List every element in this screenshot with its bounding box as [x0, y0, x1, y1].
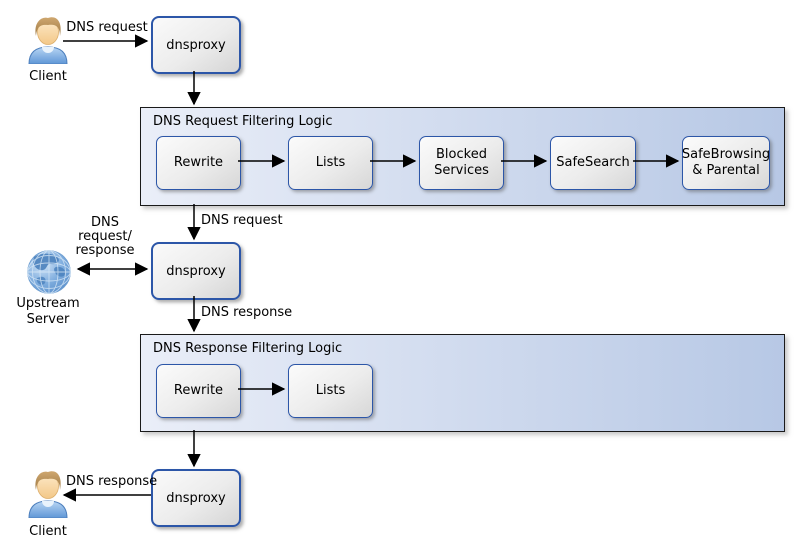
upstream-server-label: Upstream Server	[16, 296, 80, 328]
globe-icon	[27, 250, 71, 294]
edge-label-dns-response: DNS response	[201, 305, 293, 320]
box-safesearch-label: SafeSearch	[556, 154, 630, 170]
dnsproxy-bottom-node: dnsproxy	[151, 469, 241, 527]
box-lists-request-label: Lists	[315, 154, 346, 170]
box-rewrite-request-label: Rewrite	[173, 154, 224, 170]
request-filtering-container: DNS Request Filtering Logic Rewrite List…	[140, 107, 785, 206]
box-lists-request: Lists	[288, 136, 373, 190]
edge-label-filtered-request: DNS request	[201, 213, 283, 228]
box-blocked-services: Blocked Services	[419, 136, 504, 190]
upstream-exchange-line1: DNS	[91, 215, 119, 230]
request-filtering-title: DNS Request Filtering Logic	[153, 114, 333, 129]
box-safesearch: SafeSearch	[550, 136, 636, 190]
box-safebrowsing-parental: SafeBrowsing & Parental	[682, 136, 770, 190]
upstream-exchange-line3: response	[75, 243, 135, 258]
box-lists-response: Lists	[288, 364, 373, 418]
box-blocked-services-label: Blocked Services	[434, 146, 489, 178]
box-safebrowsing-parental-label: SafeBrowsing & Parental	[681, 146, 771, 178]
edge-label-upstream-exchange: DNS request/ response	[62, 216, 148, 258]
dnsproxy-top-label: dnsproxy	[166, 37, 226, 53]
box-lists-response-label: Lists	[315, 382, 346, 398]
client-bottom-label: Client	[29, 524, 67, 539]
response-filtering-container: DNS Response Filtering Logic Rewrite Lis…	[140, 334, 785, 432]
dnsproxy-top-node: dnsproxy	[151, 16, 241, 74]
client-top-label: Client	[29, 69, 67, 84]
response-filtering-title: DNS Response Filtering Logic	[153, 341, 343, 356]
client-icon-bottom	[28, 471, 68, 518]
edge-label-client-response: DNS response	[66, 474, 158, 489]
dnsproxy-bottom-label: dnsproxy	[166, 490, 226, 506]
box-rewrite-response: Rewrite	[156, 364, 241, 418]
upstream-exchange-line2: request/	[78, 229, 132, 244]
dnsproxy-middle-label: dnsproxy	[166, 263, 226, 279]
box-rewrite-request: Rewrite	[156, 136, 241, 190]
dnsproxy-middle-node: dnsproxy	[151, 242, 241, 300]
box-rewrite-response-label: Rewrite	[173, 382, 224, 398]
edge-label-client-request: DNS request	[66, 20, 148, 35]
client-icon	[28, 17, 68, 64]
